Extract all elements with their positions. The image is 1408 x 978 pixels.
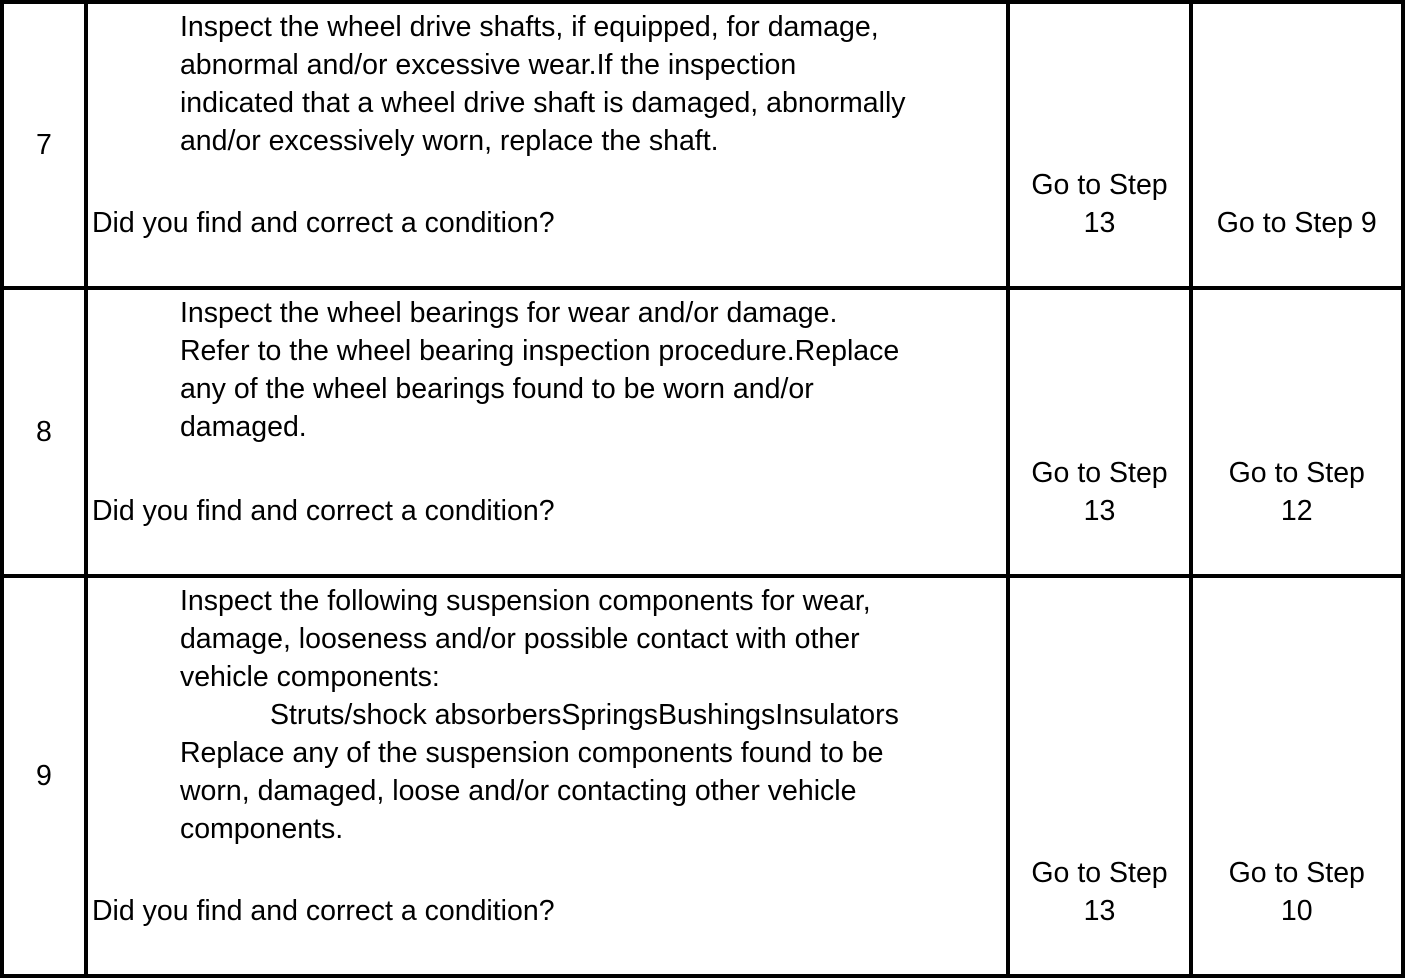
step-number: 9 (0, 574, 88, 978)
step-number: 8 (0, 286, 88, 578)
no-result: Go to Step 10 (1193, 854, 1401, 930)
yes-result-cell: Go to Step 13 (1006, 574, 1193, 978)
question-text: Did you find and correct a condition? (91, 207, 555, 239)
no-result-line: 10 (1280, 895, 1313, 927)
action-line: Inspect the wheel bearings for wear and/… (179, 297, 838, 329)
yes-result-line: Go to Step (1031, 457, 1168, 489)
no-result: Go to Step 9 (1193, 204, 1401, 242)
action-line: vehicle components: (179, 661, 440, 693)
action-cell: Inspect the wheel drive shafts, if equip… (83, 0, 1011, 290)
question-text: Did you find and correct a condition? (91, 895, 555, 927)
yes-result-cell: Go to Step 13 (1006, 286, 1193, 578)
component-list: Struts/shock absorbersSpringsBushingsIns… (269, 699, 899, 731)
yes-result: Go to Step 13 (1010, 166, 1188, 242)
no-result: Go to Step 12 (1193, 454, 1401, 530)
action-line: worn, damaged, loose and/or contacting o… (179, 775, 857, 807)
question-text: Did you find and correct a condition? (91, 495, 555, 527)
action-line: and/or excessively worn, replace the sha… (179, 125, 719, 157)
action-text: Inspect the following suspension compone… (88, 578, 1007, 848)
action-line: any of the wheel bearings found to be wo… (179, 373, 814, 405)
step-number: 7 (0, 0, 88, 290)
action-text: Inspect the wheel drive shafts, if equip… (88, 4, 1007, 160)
action-line: Inspect the following suspension compone… (179, 585, 871, 617)
action-cell: Inspect the wheel bearings for wear and/… (83, 286, 1011, 578)
action-cell: Inspect the following suspension compone… (83, 574, 1011, 978)
no-result-cell: Go to Step 10 (1188, 574, 1406, 978)
no-result-line: Go to Step (1228, 457, 1365, 489)
yes-result-line: Go to Step (1031, 857, 1168, 889)
no-result-cell: Go to Step 12 (1188, 286, 1406, 578)
action-line: indicated that a wheel drive shaft is da… (179, 87, 906, 119)
yes-result: Go to Step 13 (1010, 854, 1188, 930)
no-result-line: Go to Step (1228, 857, 1365, 889)
no-result-line: 12 (1280, 495, 1313, 527)
yes-result: Go to Step 13 (1010, 454, 1188, 530)
action-line: Replace any of the suspension components… (179, 737, 884, 769)
yes-result-line: Go to Step (1031, 169, 1168, 201)
action-line: Refer to the wheel bearing inspection pr… (179, 335, 900, 367)
action-line: damage, looseness and/or possible contac… (179, 623, 860, 655)
action-line: Inspect the wheel drive shafts, if equip… (179, 11, 879, 43)
no-result-line: Go to Step 9 (1216, 207, 1377, 239)
table-row-step-8: 8 Inspect the wheel bearings for wear an… (0, 286, 1406, 578)
table-row-step-7: 7 Inspect the wheel drive shafts, if equ… (0, 0, 1406, 290)
yes-result-line: 13 (1083, 895, 1116, 927)
yes-result-line: 13 (1083, 495, 1116, 527)
action-text: Inspect the wheel bearings for wear and/… (88, 290, 1007, 446)
action-line: damaged. (179, 411, 307, 443)
action-line: abnormal and/or excessive wear.If the in… (179, 49, 797, 81)
no-result-cell: Go to Step 9 (1188, 0, 1406, 290)
action-line: components. (179, 813, 344, 845)
yes-result-line: 13 (1083, 207, 1116, 239)
yes-result-cell: Go to Step 13 (1006, 0, 1193, 290)
table-row-step-9: 9 Inspect the following suspension compo… (0, 574, 1406, 978)
